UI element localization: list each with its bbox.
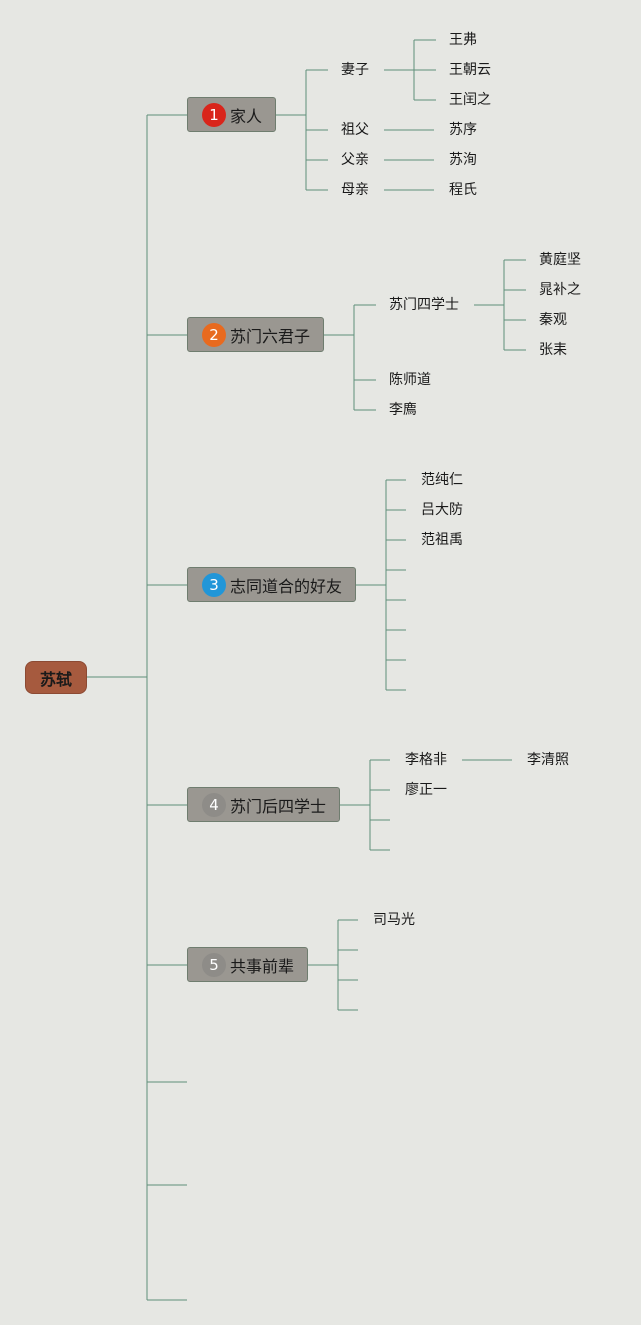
leaf-father[interactable]: 父亲 — [341, 152, 369, 168]
branch-node-six-gentlemen[interactable]: 2 苏门六君子 — [187, 317, 324, 352]
branch-label: 家人 — [230, 106, 263, 126]
leaf-six-other[interactable]: 李廌 — [389, 402, 417, 418]
leaf-wife-name[interactable]: 王闰之 — [449, 92, 491, 108]
branch-node-seniors[interactable]: 5 共事前辈 — [187, 947, 308, 982]
leaf-scholar[interactable]: 张耒 — [539, 342, 567, 358]
leaf-wife-name[interactable]: 王朝云 — [449, 62, 491, 78]
root-node[interactable]: 苏轼 — [25, 661, 87, 694]
branch-node-friends[interactable]: 3 志同道合的好友 — [187, 567, 356, 602]
number-badge: 4 — [202, 792, 226, 817]
leaf-friend[interactable]: 吕大防 — [421, 502, 463, 518]
leaf-scholar[interactable]: 秦观 — [539, 312, 567, 328]
branch-label: 志同道合的好友 — [230, 576, 343, 596]
leaf-wife-name[interactable]: 王弗 — [449, 32, 477, 48]
leaf-later-scholar[interactable]: 廖正一 — [405, 782, 447, 798]
branch-node-later-scholars[interactable]: 4 苏门后四学士 — [187, 787, 340, 822]
branch-node-family[interactable]: 1 家人 — [187, 97, 276, 132]
leaf-scholar[interactable]: 黄庭坚 — [539, 252, 581, 268]
branch-label: 苏门后四学士 — [230, 796, 327, 816]
number-badge: 1 — [202, 102, 226, 127]
leaf-wife[interactable]: 妻子 — [341, 62, 369, 78]
leaf-friend[interactable]: 范祖禹 — [421, 532, 463, 548]
branch-label: 共事前辈 — [230, 956, 295, 976]
number-badge: 3 — [202, 572, 226, 597]
leaf-senior[interactable]: 司马光 — [373, 912, 415, 928]
number-badge: 2 — [202, 322, 226, 347]
leaf-later-child[interactable]: 李清照 — [527, 752, 569, 768]
leaf-friend[interactable]: 范纯仁 — [421, 472, 463, 488]
leaf-mother[interactable]: 母亲 — [341, 182, 369, 198]
leaf-mother-name[interactable]: 程氏 — [449, 182, 477, 198]
leaf-father-name[interactable]: 苏洵 — [449, 152, 477, 168]
leaf-six-other[interactable]: 陈师道 — [389, 372, 431, 388]
branch-label: 苏门六君子 — [230, 326, 311, 346]
leaf-scholar[interactable]: 晁补之 — [539, 282, 581, 298]
leaf-grandfather-name[interactable]: 苏序 — [449, 122, 477, 138]
leaf-grandfather[interactable]: 祖父 — [341, 122, 369, 138]
leaf-later-scholar[interactable]: 李格非 — [405, 752, 447, 768]
number-badge: 5 — [202, 952, 226, 977]
leaf-four-scholars[interactable]: 苏门四学士 — [389, 297, 459, 313]
